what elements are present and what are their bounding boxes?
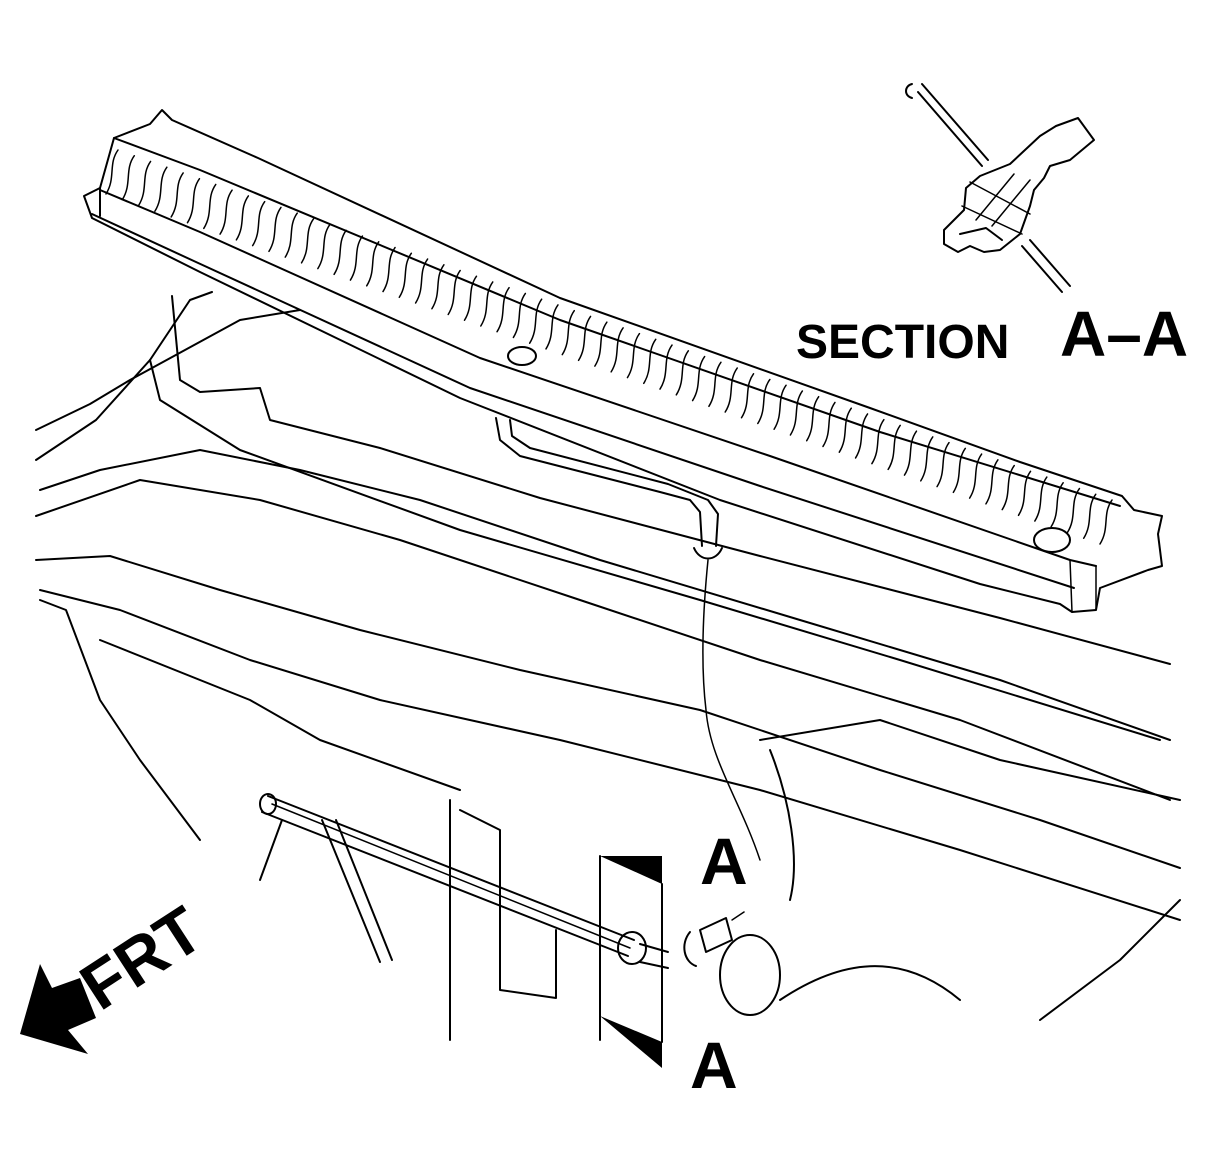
grille-slat — [577, 315, 592, 362]
grille-slat — [121, 154, 136, 201]
grille-slat — [871, 418, 885, 465]
grille-slat — [968, 453, 983, 499]
grille-slat — [626, 332, 641, 379]
grille-slat — [1099, 499, 1113, 545]
grille-slat — [365, 241, 380, 287]
grille-slat — [805, 395, 820, 442]
grille-slat — [219, 189, 233, 235]
grille-slat — [740, 373, 755, 419]
grille-slat — [528, 298, 543, 344]
grille-slat — [952, 447, 967, 494]
grille-slat — [349, 235, 364, 281]
grille-slat — [480, 281, 494, 327]
section-arrow-bottom-icon — [600, 1016, 662, 1068]
grille-slat — [610, 327, 624, 373]
grille-slat — [1082, 493, 1097, 540]
grille-slat — [105, 149, 119, 195]
grille-slat — [1050, 482, 1064, 528]
section-cut-line — [600, 856, 663, 1068]
grille-slat — [317, 223, 331, 270]
grille-slat — [708, 361, 722, 408]
arrow-down-left-icon — [20, 964, 96, 1054]
grille-slat — [1034, 476, 1048, 522]
grille-slat — [496, 286, 510, 333]
grille-slat — [447, 269, 461, 316]
grille-slat — [137, 160, 152, 207]
section-detail — [905, 83, 1095, 293]
grille-slat — [203, 183, 217, 230]
grille-slat — [545, 304, 559, 350]
cowl-seal-strip — [259, 793, 669, 969]
grille-slat — [789, 390, 804, 436]
grille-slat — [284, 212, 298, 258]
grille-slat — [268, 206, 282, 253]
grille-slat — [936, 441, 950, 488]
grille-slat — [887, 424, 901, 471]
grille-slat — [170, 172, 184, 218]
grille-slat — [757, 378, 771, 425]
grille-slat — [300, 218, 315, 264]
grille-slat — [838, 407, 853, 453]
body-plug-hole — [719, 934, 781, 1016]
section-title-label: SECTION — [796, 316, 1009, 369]
grille-slat — [186, 177, 201, 224]
grille-slat — [463, 275, 478, 321]
grille-slat — [1066, 487, 1081, 534]
grille-slat — [985, 459, 999, 505]
grille-slat — [594, 321, 608, 367]
grille-slat — [920, 436, 934, 482]
grille-slat — [691, 355, 706, 402]
grille-slats — [105, 149, 1113, 545]
grille-slat — [642, 338, 657, 385]
retainer-clip — [683, 911, 745, 967]
section-id-label: A–A — [1060, 298, 1188, 370]
section-marker-top: A — [700, 824, 748, 898]
grille-slat — [854, 413, 869, 459]
grille-slat — [903, 430, 918, 476]
section-arrow-top-icon — [600, 856, 662, 884]
grille-slat — [414, 258, 429, 304]
grille-slat — [773, 384, 787, 430]
grille-slat — [659, 344, 673, 390]
grille-slat — [251, 200, 266, 247]
wiper-pivot-hole-left — [507, 346, 537, 366]
grille-slat — [154, 166, 168, 212]
grille-slat — [724, 367, 738, 413]
grille-slat — [398, 252, 413, 299]
grille-slat — [431, 264, 445, 310]
grille-slat — [382, 246, 396, 293]
grille-slat — [561, 309, 576, 356]
washer-hose — [495, 417, 761, 861]
grille-slat — [235, 195, 250, 241]
windshield-body-lines — [35, 291, 1181, 1041]
grille-slat — [675, 350, 690, 396]
grille-slat — [512, 292, 527, 339]
grille-slat — [1017, 470, 1032, 517]
grille-slat — [1001, 464, 1015, 511]
grille-slat — [333, 229, 347, 276]
grille-slat — [822, 401, 836, 448]
wiper-pivot-hole-right — [1033, 527, 1071, 553]
cowl-vent-grille — [83, 109, 1163, 613]
section-marker-bottom: A — [690, 1028, 738, 1102]
